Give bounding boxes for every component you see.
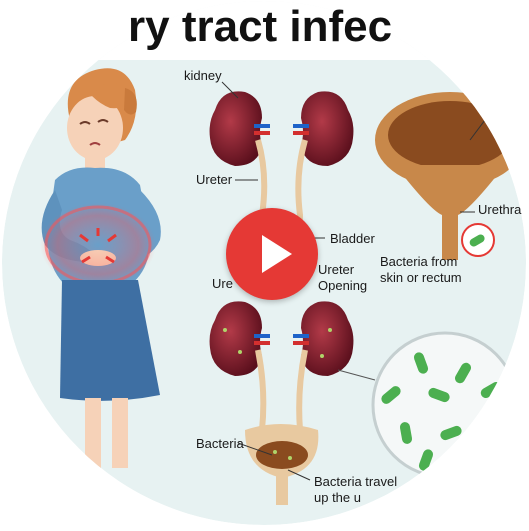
label-bacteria-travel-line1: Bacteria travel: [314, 474, 398, 489]
label-bladder: Bladder: [330, 231, 375, 246]
label-bacteria-from-line2: skin or rectum: [380, 270, 462, 285]
label-bacteria: Bacteria: [196, 436, 244, 451]
label-kidney: kidney: [184, 68, 222, 83]
play-button[interactable]: [226, 208, 318, 300]
label-ureter: Ureter: [196, 172, 233, 187]
label-bacteria-travel-line2: up the u: [314, 490, 361, 505]
leader-lines: [221, 81, 325, 481]
kidneys-top: [209, 91, 354, 281]
label-ureter-opening-line1: Ureter: [318, 262, 355, 277]
bacteria-from-skin: [461, 223, 495, 257]
label-ureter-partial: Ure: [212, 276, 233, 291]
page-title: ry tract infec: [128, 2, 393, 51]
kidneys-bottom: [209, 301, 354, 505]
label-ureter-opening-line2: Opening: [318, 278, 368, 293]
play-icon: [262, 235, 292, 273]
label-urethra: Urethra: [478, 202, 522, 217]
label-bacteria-from-line1: Bacteria from: [380, 254, 458, 269]
woman-figure: [40, 68, 161, 468]
